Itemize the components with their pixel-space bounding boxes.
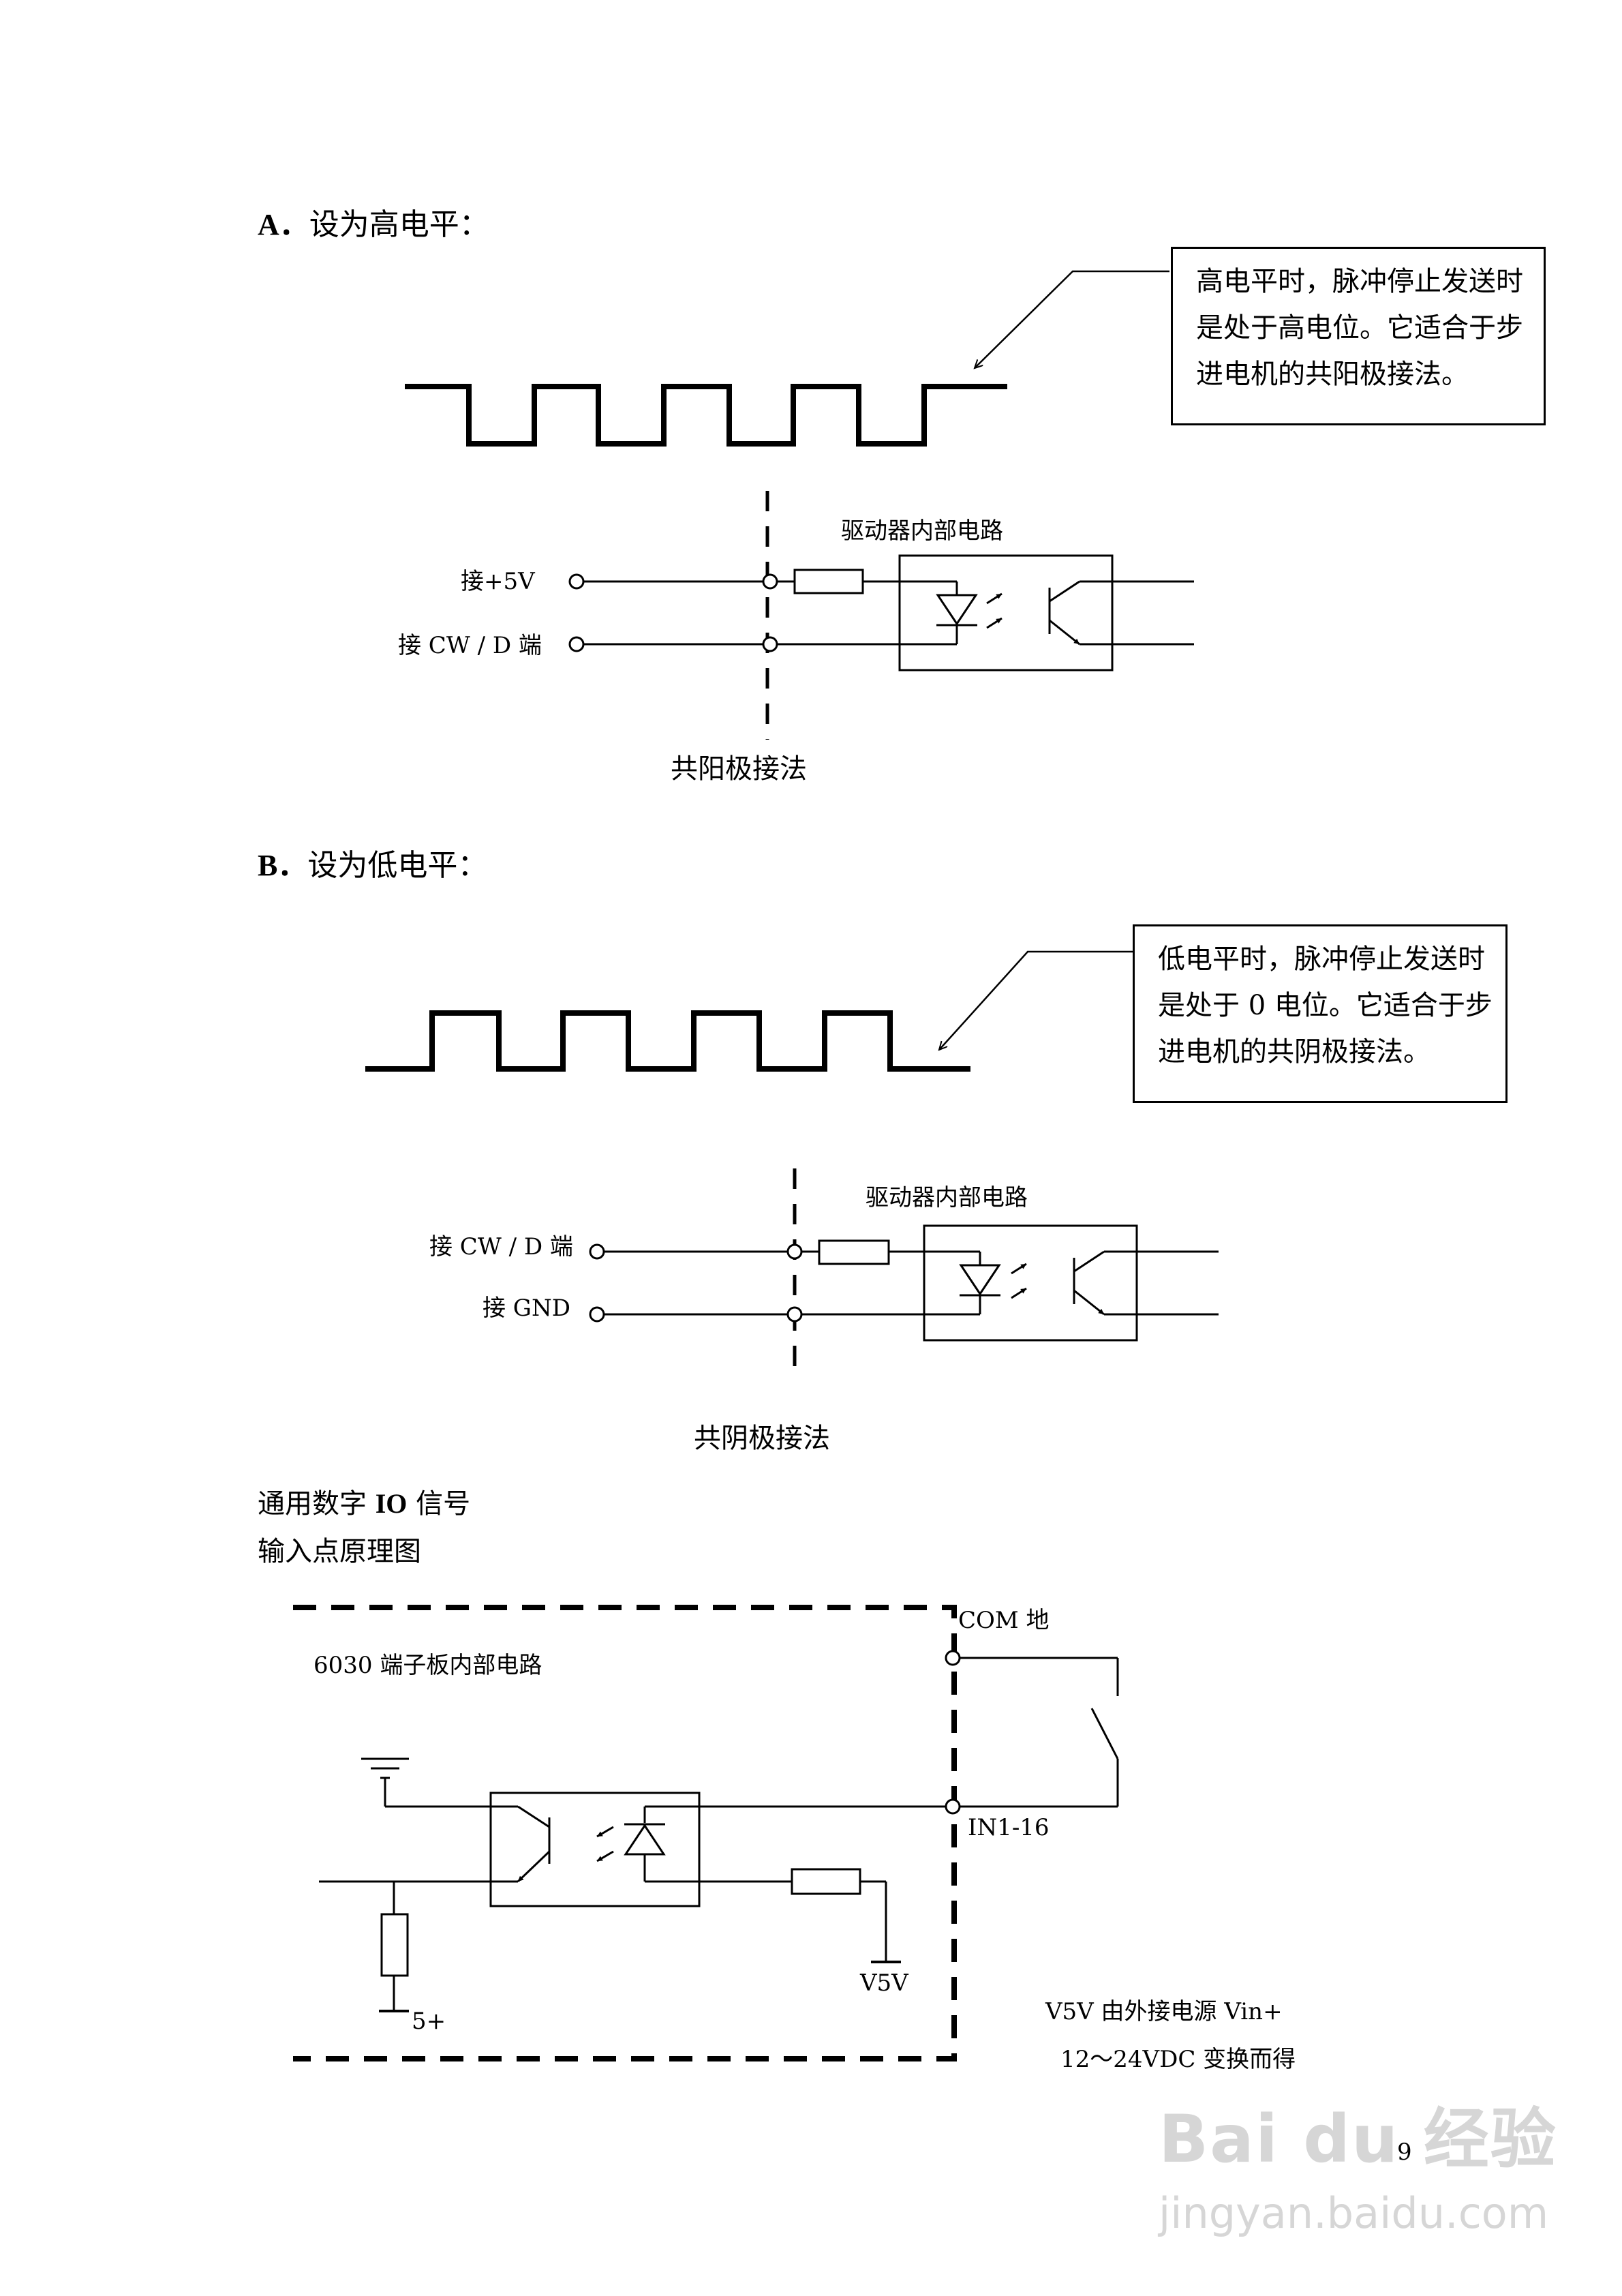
terminal-in: [945, 1798, 961, 1815]
section-a-note: 高电平时，脉冲停止发送时 是处于高电位。它适合于步 进电机的共阳极接法。: [1171, 247, 1546, 425]
section-a-heading: A．设为高电平：: [258, 210, 489, 240]
watermark-logo: Bai du 经验: [1159, 2101, 1557, 2177]
resistor-b: [818, 1239, 890, 1265]
callout-arrow-a: [975, 270, 1169, 368]
circuit-common-anode: [568, 491, 1194, 740]
callout-arrow-b: [939, 950, 1138, 1050]
com-label: COM 地: [958, 1607, 1050, 1634]
io-note-line-2: 12～24VDC 变换而得: [1060, 2046, 1296, 2073]
terminal-gnd: [589, 1306, 605, 1323]
optocoupler-a: [898, 554, 1114, 671]
terminal-label-plus5v: 接+5V: [461, 568, 535, 595]
terminal-label-cw-b: 接 CW / D 端: [429, 1233, 573, 1260]
internal-circuit-label-b: 驱动器内部电路: [866, 1184, 1028, 1211]
terminal-label-cw-a: 接 CW / D 端: [398, 632, 542, 659]
caption-common-anode: 共阳极接法: [671, 753, 807, 785]
note-b-line-2: 是处于 0 电位。它适合于步: [1158, 990, 1493, 1021]
optocoupler-b: [923, 1224, 1138, 1342]
terminal-cw-a: [568, 636, 585, 652]
board-label: 6030 端子板内部电路: [313, 1652, 542, 1679]
section-a-letter: A．: [258, 208, 309, 241]
note-a-line-1: 高电平时，脉冲停止发送时: [1196, 266, 1523, 297]
note-a-line-3: 进电机的共阳极接法。: [1196, 359, 1469, 390]
section-b-note: 低电平时，脉冲停止发送时 是处于 0 电位。它适合于步 进电机的共阴极接法。: [1133, 924, 1508, 1103]
note-b-line-3: 进电机的共阴极接法。: [1158, 1036, 1430, 1068]
waveform-low: [365, 1010, 970, 1072]
in-label: IN1-16: [968, 1814, 1050, 1841]
io-heading-line-1: 通用数字 IO 信号: [258, 1488, 471, 1520]
io-heading-post: 信号: [407, 1488, 471, 1520]
section-a-title: 设为高电平：: [309, 207, 489, 242]
optocoupler-io: [489, 1792, 701, 1907]
terminal-com: [945, 1650, 961, 1666]
note-b-line-1: 低电平时，脉冲停止发送时: [1158, 943, 1485, 975]
io-heading-pre: 通用数字: [258, 1488, 376, 1520]
plus5-label: 5+: [412, 2008, 446, 2035]
page-number: 9: [1397, 2139, 1412, 2166]
resistor-a: [793, 569, 864, 594]
caption-common-cathode: 共阴极接法: [694, 1423, 830, 1454]
section-b-heading: B．设为低电平：: [258, 851, 487, 881]
io-heading-line-2: 输入点原理图: [258, 1536, 421, 1567]
terminal-cw-b: [589, 1243, 605, 1260]
resistor-io-series: [791, 1868, 861, 1895]
terminal-label-gnd: 接 GND: [483, 1295, 570, 1322]
section-b-letter: B．: [258, 849, 308, 882]
waveform-high: [405, 384, 1007, 447]
resistor-io-pull: [380, 1913, 409, 1977]
io-note-line-1: V5V 由外接电源 Vin+: [1045, 1998, 1283, 2025]
v5v-label: V5V: [860, 1969, 908, 1997]
internal-circuit-label-a: 驱动器内部电路: [841, 517, 1003, 545]
circuit-common-cathode: [589, 1168, 1219, 1378]
section-b-title: 设为低电平：: [307, 848, 488, 883]
note-a-line-2: 是处于高电位。它适合于步: [1196, 312, 1523, 344]
io-input-circuit: [293, 1605, 1119, 2061]
watermark-url: jingyan.baidu.com: [1159, 2188, 1549, 2238]
io-heading-bold: IO: [375, 1488, 408, 1519]
terminal-plus5v: [568, 573, 585, 590]
